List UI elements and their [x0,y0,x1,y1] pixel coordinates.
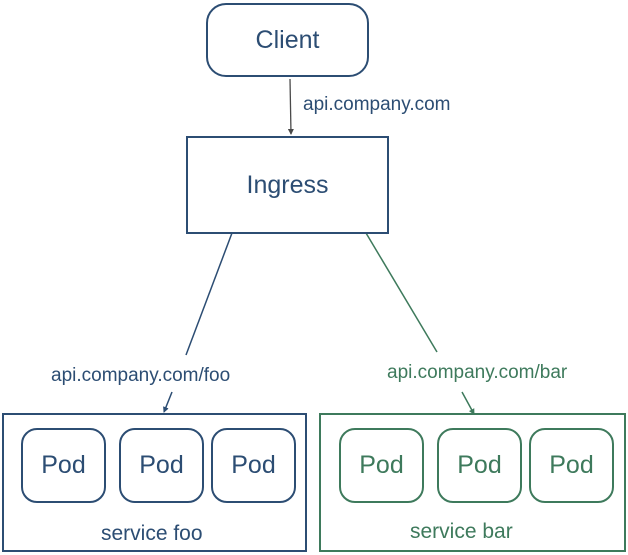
client-to-ingress-line [287,78,294,135]
pod-label: Pod [139,451,184,479]
client-to-ingress-label: api.company.com [303,94,451,115]
ingress-node: Ingress [186,136,389,234]
client-label: Client [255,25,320,54]
pod-label: Pod [41,451,86,479]
client-node: Client [206,3,369,77]
service-bar-pod: Pod [437,428,522,503]
foo-route-label: api.company.com/foo [51,365,231,386]
service-foo-pod: Pod [211,428,296,503]
pod-label: Pod [457,451,502,479]
pod-label: Pod [231,451,276,479]
ingress-to-foo-line-lower [163,391,173,413]
service-foo-label: service foo [101,522,203,545]
service-foo-pod: Pod [119,428,204,503]
service-bar-container [319,413,626,552]
pod-label: Pod [549,451,594,479]
ingress-label: Ingress [246,170,329,199]
pod-label: Pod [359,451,404,479]
service-foo-pod: Pod [21,428,106,503]
service-bar-pod: Pod [529,428,614,503]
ingress-to-foo-line-upper [185,232,233,356]
service-bar-pod: Pod [339,428,424,503]
bar-route-label: api.company.com/bar [387,362,568,383]
service-foo-container [2,413,307,552]
ingress-to-bar-line-lower [461,391,475,415]
service-bar-label: service bar [410,520,513,543]
ingress-to-bar-line-upper [365,232,438,353]
